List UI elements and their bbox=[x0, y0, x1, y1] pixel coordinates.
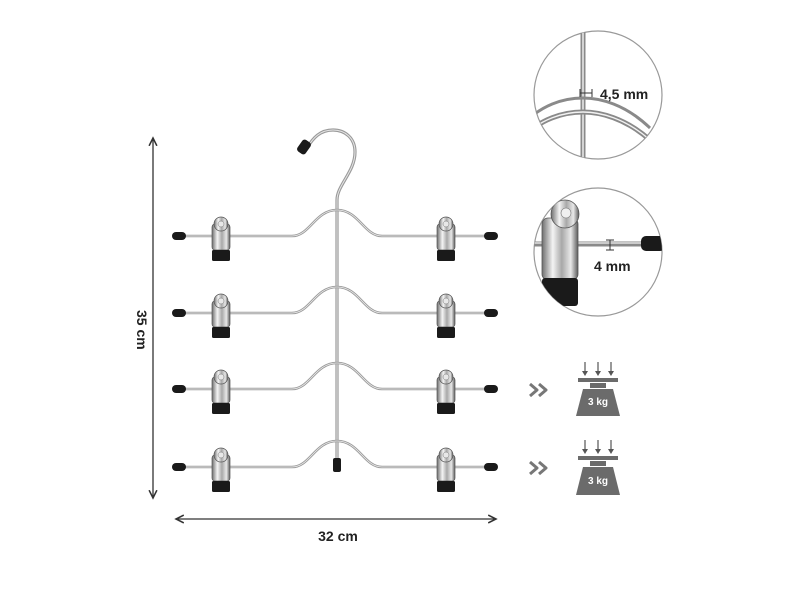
wire-thickness-label: 4,5 mm bbox=[600, 86, 649, 102]
double-chevron-right-icon bbox=[529, 382, 548, 398]
detail-clip-rod bbox=[533, 187, 663, 317]
width-label: 32 cm bbox=[318, 528, 358, 544]
hanger-tier-4 bbox=[172, 439, 498, 493]
hanger-tier-2 bbox=[172, 285, 498, 339]
load-badge-2 bbox=[529, 440, 620, 495]
weight-load-icon bbox=[576, 440, 620, 495]
double-chevron-right-icon bbox=[529, 460, 548, 476]
load-badge-1 bbox=[529, 362, 620, 416]
weight-load-icon bbox=[576, 362, 620, 416]
hook-tip bbox=[297, 139, 311, 155]
hanger bbox=[172, 128, 498, 493]
load-weight-label-2: 3 kg bbox=[587, 476, 608, 487]
height-label: 35 cm bbox=[134, 310, 150, 350]
hanger-tier-3 bbox=[172, 361, 498, 415]
hanger-tier-1 bbox=[172, 208, 498, 262]
load-weight-label-1: 3 kg bbox=[587, 397, 608, 408]
clip-rod-thickness-label: 4 mm bbox=[594, 258, 631, 274]
stem-tip bbox=[333, 458, 341, 472]
